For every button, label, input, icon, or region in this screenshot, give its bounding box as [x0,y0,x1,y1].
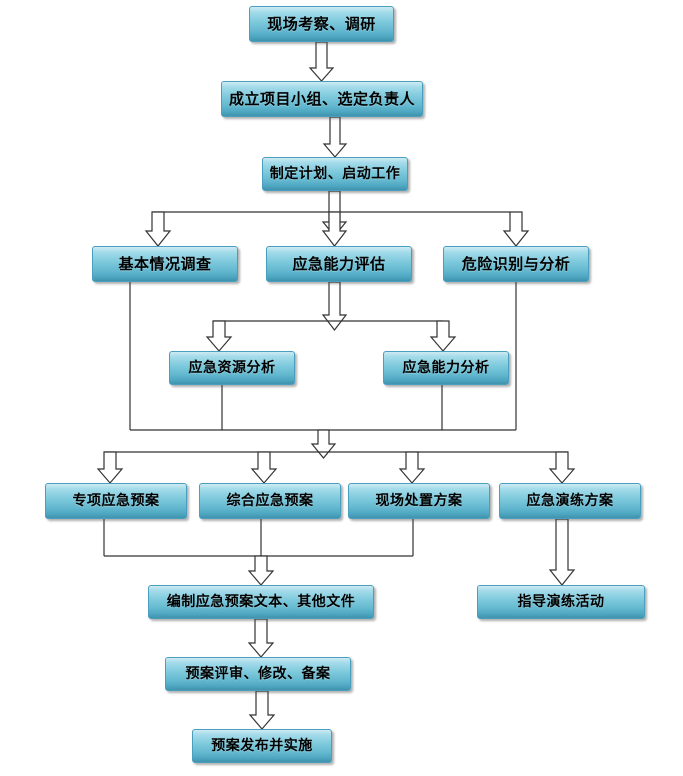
process-node-n15[interactable]: 预案评审、修改、备案 [165,657,351,691]
process-node-n9[interactable]: 专项应急预案 [45,483,187,519]
process-node-n10[interactable]: 综合应急预案 [199,483,341,519]
process-node-label: 现场处置方案 [375,493,463,509]
connector-arrow-review-to-publish [248,690,276,730]
process-node-n16[interactable]: 预案发布并实施 [192,729,332,763]
process-node-n7[interactable]: 应急资源分析 [169,351,295,385]
process-node-label: 专项应急预案 [72,493,160,509]
process-node-n12[interactable]: 应急演练方案 [499,483,641,519]
connector-arrow-capability-eval-to-split2 [321,281,348,331]
process-node-label: 制定计划、启动工作 [269,166,401,182]
process-node-label: 危险识别与分析 [461,254,571,273]
process-node-n5[interactable]: 应急能力评估 [266,246,412,282]
connector-arrow-fanout-to-hazard-analysis [502,211,530,247]
connector-arrow-split4-to-onsite-plan [398,451,426,484]
process-node-n8[interactable]: 应急能力分析 [383,351,509,385]
process-node-n14[interactable]: 指导演练活动 [477,585,645,619]
connector-arrow-merge1-to-split4 [310,429,337,459]
connector-arrow-fanout-to-basic-survey [144,211,172,247]
connector-arrow-drill-plan-to-guide-drill [548,518,576,586]
process-node-label: 综合应急预案 [226,493,314,509]
process-node-label: 预案评审、修改、备案 [185,666,331,682]
process-node-n11[interactable]: 现场处置方案 [348,483,490,519]
connector-arrow-team-to-plan [322,116,348,158]
connector-arrow-compile-text-to-review [247,618,275,658]
process-node-label: 应急资源分析 [188,360,276,376]
connector-arrow-split2-to-resource-analysis [205,320,233,352]
connector-arrow-split4-to-comprehensive-plan [250,451,278,484]
connector-arrow-split2-to-capability-analysis [429,320,457,352]
process-node-label: 应急能力评估 [292,254,386,273]
connector-arrow-split4-to-special-plan [96,451,124,484]
process-node-n2[interactable]: 成立项目小组、选定负责人 [221,81,423,117]
process-node-n13[interactable]: 编制应急预案文本、其他文件 [148,585,374,619]
process-node-label: 基本情况调查 [118,254,212,273]
process-node-n1[interactable]: 现场考察、调研 [249,6,394,42]
process-node-label: 应急能力分析 [402,360,490,376]
process-node-label: 应急演练方案 [526,493,614,509]
process-node-label: 现场考察、调研 [267,14,376,33]
process-node-label: 成立项目小组、选定负责人 [228,89,415,108]
connector-arrow-split4-to-drill-plan [548,451,576,484]
process-node-label: 编制应急预案文本、其他文件 [166,594,356,610]
connector-arrow-fanout-to-capability-eval [321,211,348,247]
process-node-label: 预案发布并实施 [211,738,313,754]
process-node-n4[interactable]: 基本情况调查 [92,246,238,282]
process-node-n6[interactable]: 危险识别与分析 [443,246,589,282]
process-node-n3[interactable]: 制定计划、启动工作 [262,157,408,191]
connector-arrow-survey-to-team [308,41,335,82]
process-node-label: 指导演练活动 [517,594,605,610]
connector-arrow-merge2-to-compile-text [247,555,275,586]
